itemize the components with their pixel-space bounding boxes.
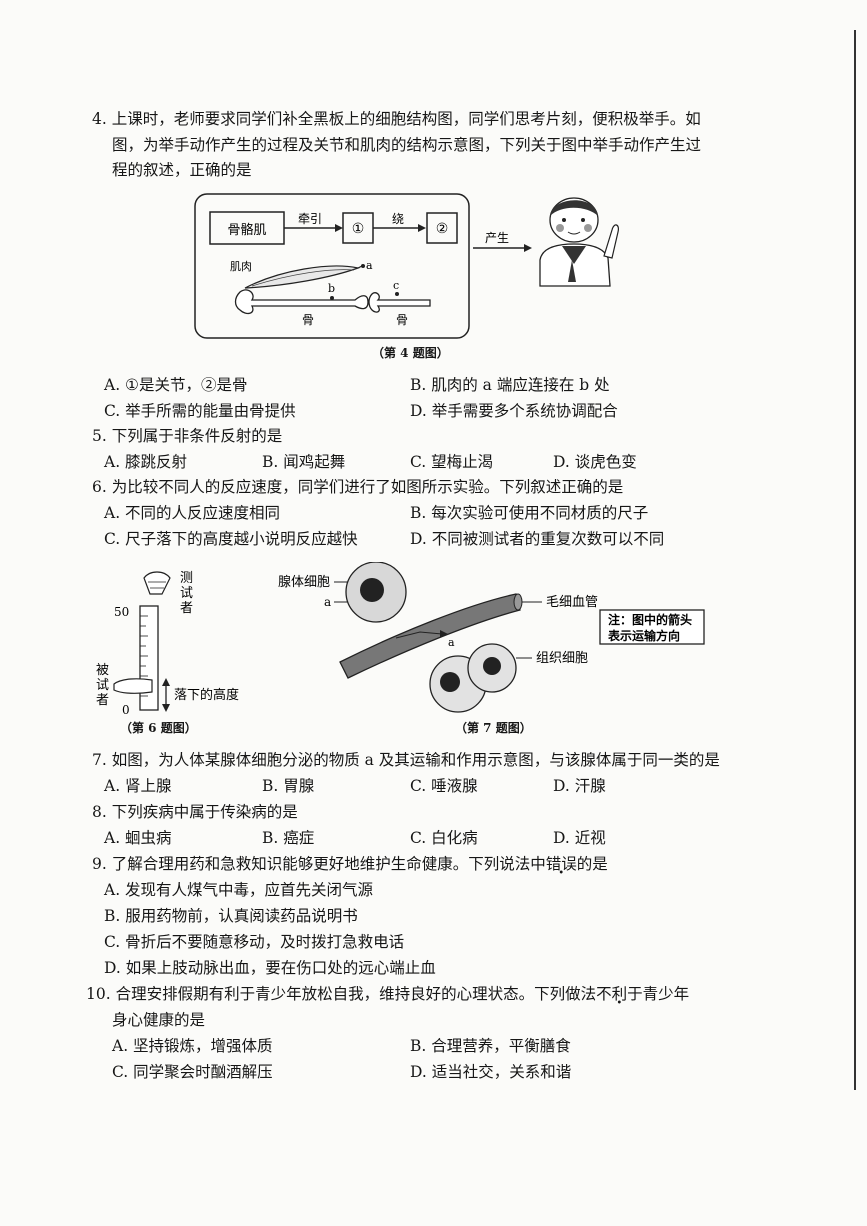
q5-stem: 5. 下列属于非条件反射的是: [92, 427, 283, 445]
q9-option-a[interactable]: A. 发现有人煤气中毒，应首先关闭气源: [104, 881, 374, 899]
tested-hand: [113, 678, 153, 694]
q9-stem-pre: 9. 了解合理用药和急救知识能够更好地维护生命健康。下列说法中: [92, 855, 546, 873]
q4-caption: （第 4 题图）: [372, 346, 449, 360]
tester-label: 测 试 者: [180, 571, 193, 616]
q4-stem-line2: 图，为举手动作产生的过程及关节和肌肉的结构示意图，下列关于图中举手动作产生过: [112, 136, 702, 154]
q4-arrow3-label: 产生: [485, 231, 509, 245]
q4-arrow2-label: 绕: [392, 212, 404, 226]
tested-char-2: 试: [96, 678, 109, 693]
q10-stem-emphasis: 不利于: [596, 985, 643, 1003]
tissue-cell-label: 组织细胞: [536, 651, 588, 666]
q10-stem: 10. 合理安排假期有利于青少年放松自我，维持良好的心理状态。下列做法不利于青少…: [86, 981, 689, 1007]
q4-stem-line3: 程的叙述，正确的是: [112, 161, 252, 179]
q6-ruler-figure: 50 0 测 试 者 被 试 者 落下的高度: [96, 571, 239, 716]
q4-bone-label-1: 骨: [302, 313, 314, 327]
q4-box2: [426, 212, 458, 244]
q6-option-b[interactable]: B. 每次实验可使用不同材质的尺子: [410, 504, 649, 522]
q6-stem: 6. 为比较不同人的反应速度，同学们进行了如图所示实验。下列叙述正确的是: [92, 478, 624, 496]
q4-muscle-label: 肌肉: [230, 260, 252, 273]
q4-label-c: c: [393, 279, 399, 292]
q9-stem-post: 的是: [576, 855, 608, 873]
q8-option-d[interactable]: D. 近视: [553, 829, 606, 847]
q7-note-box: [599, 609, 705, 645]
q4-box2-text: ②: [436, 221, 449, 237]
q5-option-d[interactable]: D. 谈虎色变: [553, 453, 637, 471]
q6-caption: （第 6 题图）: [120, 721, 197, 735]
capillary-label: 毛细血管: [546, 595, 598, 610]
student-raising-hand-illustration: [539, 197, 619, 287]
q10-stem-pre: 10. 合理安排假期有利于青少年放松自我，维持良好的心理状态。下列做法: [86, 985, 597, 1003]
tester-char-2: 试: [180, 586, 193, 601]
q6-option-d[interactable]: D. 不同被测试者的重复次数可以不同: [410, 530, 665, 548]
q4-label-a: a: [366, 259, 373, 272]
q4-option-d[interactable]: D. 举手需要多个系统协调配合: [410, 402, 618, 420]
q10-stem-line2: 身心健康的是: [112, 1011, 206, 1029]
q7-gland-figure: 腺体细胞 a a 毛细血管 组织细胞 注：图中的箭头 表示运输方向: [278, 562, 705, 713]
ruler-bottom-mark: 0: [122, 703, 130, 716]
q7-caption: （第 7 题图）: [455, 721, 532, 735]
ruler-top-mark: 50: [114, 605, 129, 619]
q4-diagram: 骨骼肌 牵引 ① 绕 ② 产生 肌肉 a b c 骨 骨: [194, 193, 619, 339]
q8-option-a[interactable]: A. 蛔虫病: [104, 829, 172, 847]
q7-option-c[interactable]: C. 唾液腺: [410, 777, 478, 795]
q8-option-b[interactable]: B. 癌症: [262, 829, 315, 847]
tested-char-1: 被: [96, 663, 109, 678]
q7-option-b[interactable]: B. 胃腺: [262, 777, 315, 795]
q4-bone-left: [234, 289, 369, 315]
q9-stem: 9. 了解合理用药和急救知识能够更好地维护生命健康。下列说法中错误的是: [92, 851, 608, 877]
q4-box-muscle-text: 骨骼肌: [227, 222, 266, 238]
tester-hand: [143, 571, 171, 595]
q10-option-c[interactable]: C. 同学聚会时酗酒解压: [112, 1063, 273, 1081]
ruler: [139, 605, 159, 711]
gland-cell-label: 腺体细胞: [278, 575, 330, 590]
q4-arrow1-label: 牵引: [298, 212, 322, 226]
substance-a-label: a: [324, 595, 331, 609]
q7-stem: 7. 如图，为人体某腺体细胞分泌的物质 a 及其运输和作用示意图，与该腺体属于同…: [92, 751, 720, 769]
q8-stem: 8. 下列疾病中属于传染病的是: [92, 803, 298, 821]
q4-bone-label-2: 骨: [396, 313, 408, 327]
capillary: [339, 593, 521, 679]
tested-char-3: 者: [96, 693, 109, 708]
page-edge-line: [854, 30, 856, 1090]
q4-bone-right: [368, 292, 431, 313]
q4-option-c[interactable]: C. 举手所需的能量由骨提供: [104, 402, 296, 420]
q4-label-b: b: [328, 282, 335, 295]
q10-option-a[interactable]: A. 坚持锻炼，增强体质: [112, 1037, 273, 1055]
q6-option-a[interactable]: A. 不同的人反应速度相同: [104, 504, 281, 522]
q5-option-c[interactable]: C. 望梅止渴: [410, 453, 494, 471]
q8-option-c[interactable]: C. 白化病: [410, 829, 478, 847]
q4-option-a[interactable]: A. ①是关节，②是骨: [104, 376, 248, 394]
q10-stem-post: 青少年: [642, 985, 690, 1003]
q10-option-b[interactable]: B. 合理营养，平衡膳食: [410, 1037, 571, 1055]
q9-option-d[interactable]: D. 如果上肢动脉出血，要在伤口处的远心端止血: [104, 959, 436, 977]
q5-option-b[interactable]: B. 闻鸡起舞: [262, 453, 346, 471]
q9-option-b[interactable]: B. 服用药物前，认真阅读药品说明书: [104, 907, 358, 925]
q7-option-d[interactable]: D. 汗腺: [553, 777, 606, 795]
q10-option-d[interactable]: D. 适当社交，关系和谐: [410, 1063, 572, 1081]
drop-height-label: 落下的高度: [174, 687, 239, 703]
tester-char-3: 者: [180, 601, 193, 616]
q5-option-a[interactable]: A. 膝跳反射: [104, 453, 188, 471]
q7-note-line1: 注：图中的箭头: [608, 612, 692, 627]
q7-option-a[interactable]: A. 肾上腺: [104, 777, 172, 795]
substance-a-label-2: a: [448, 636, 455, 649]
q4-box1-text: ①: [352, 221, 365, 237]
q4-frame: [194, 193, 470, 339]
q7-note-line2: 表示运输方向: [607, 628, 680, 643]
tested-label: 被 试 者: [96, 663, 109, 708]
q4-stem-line1: 4. 上课时，老师要求同学们补全黑板上的细胞结构图，同学们思考片刻，便积极举手。…: [92, 110, 701, 128]
q6-option-c[interactable]: C. 尺子落下的高度越小说明反应越快: [104, 530, 358, 548]
q9-option-c[interactable]: C. 骨折后不要随意移动，及时拨打急救电话: [104, 933, 405, 951]
q9-stem-emphasis: 错误: [546, 855, 577, 873]
q4-option-b[interactable]: B. 肌肉的 a 端应连接在 b 处: [410, 376, 610, 394]
tester-char-1: 测: [180, 571, 193, 586]
